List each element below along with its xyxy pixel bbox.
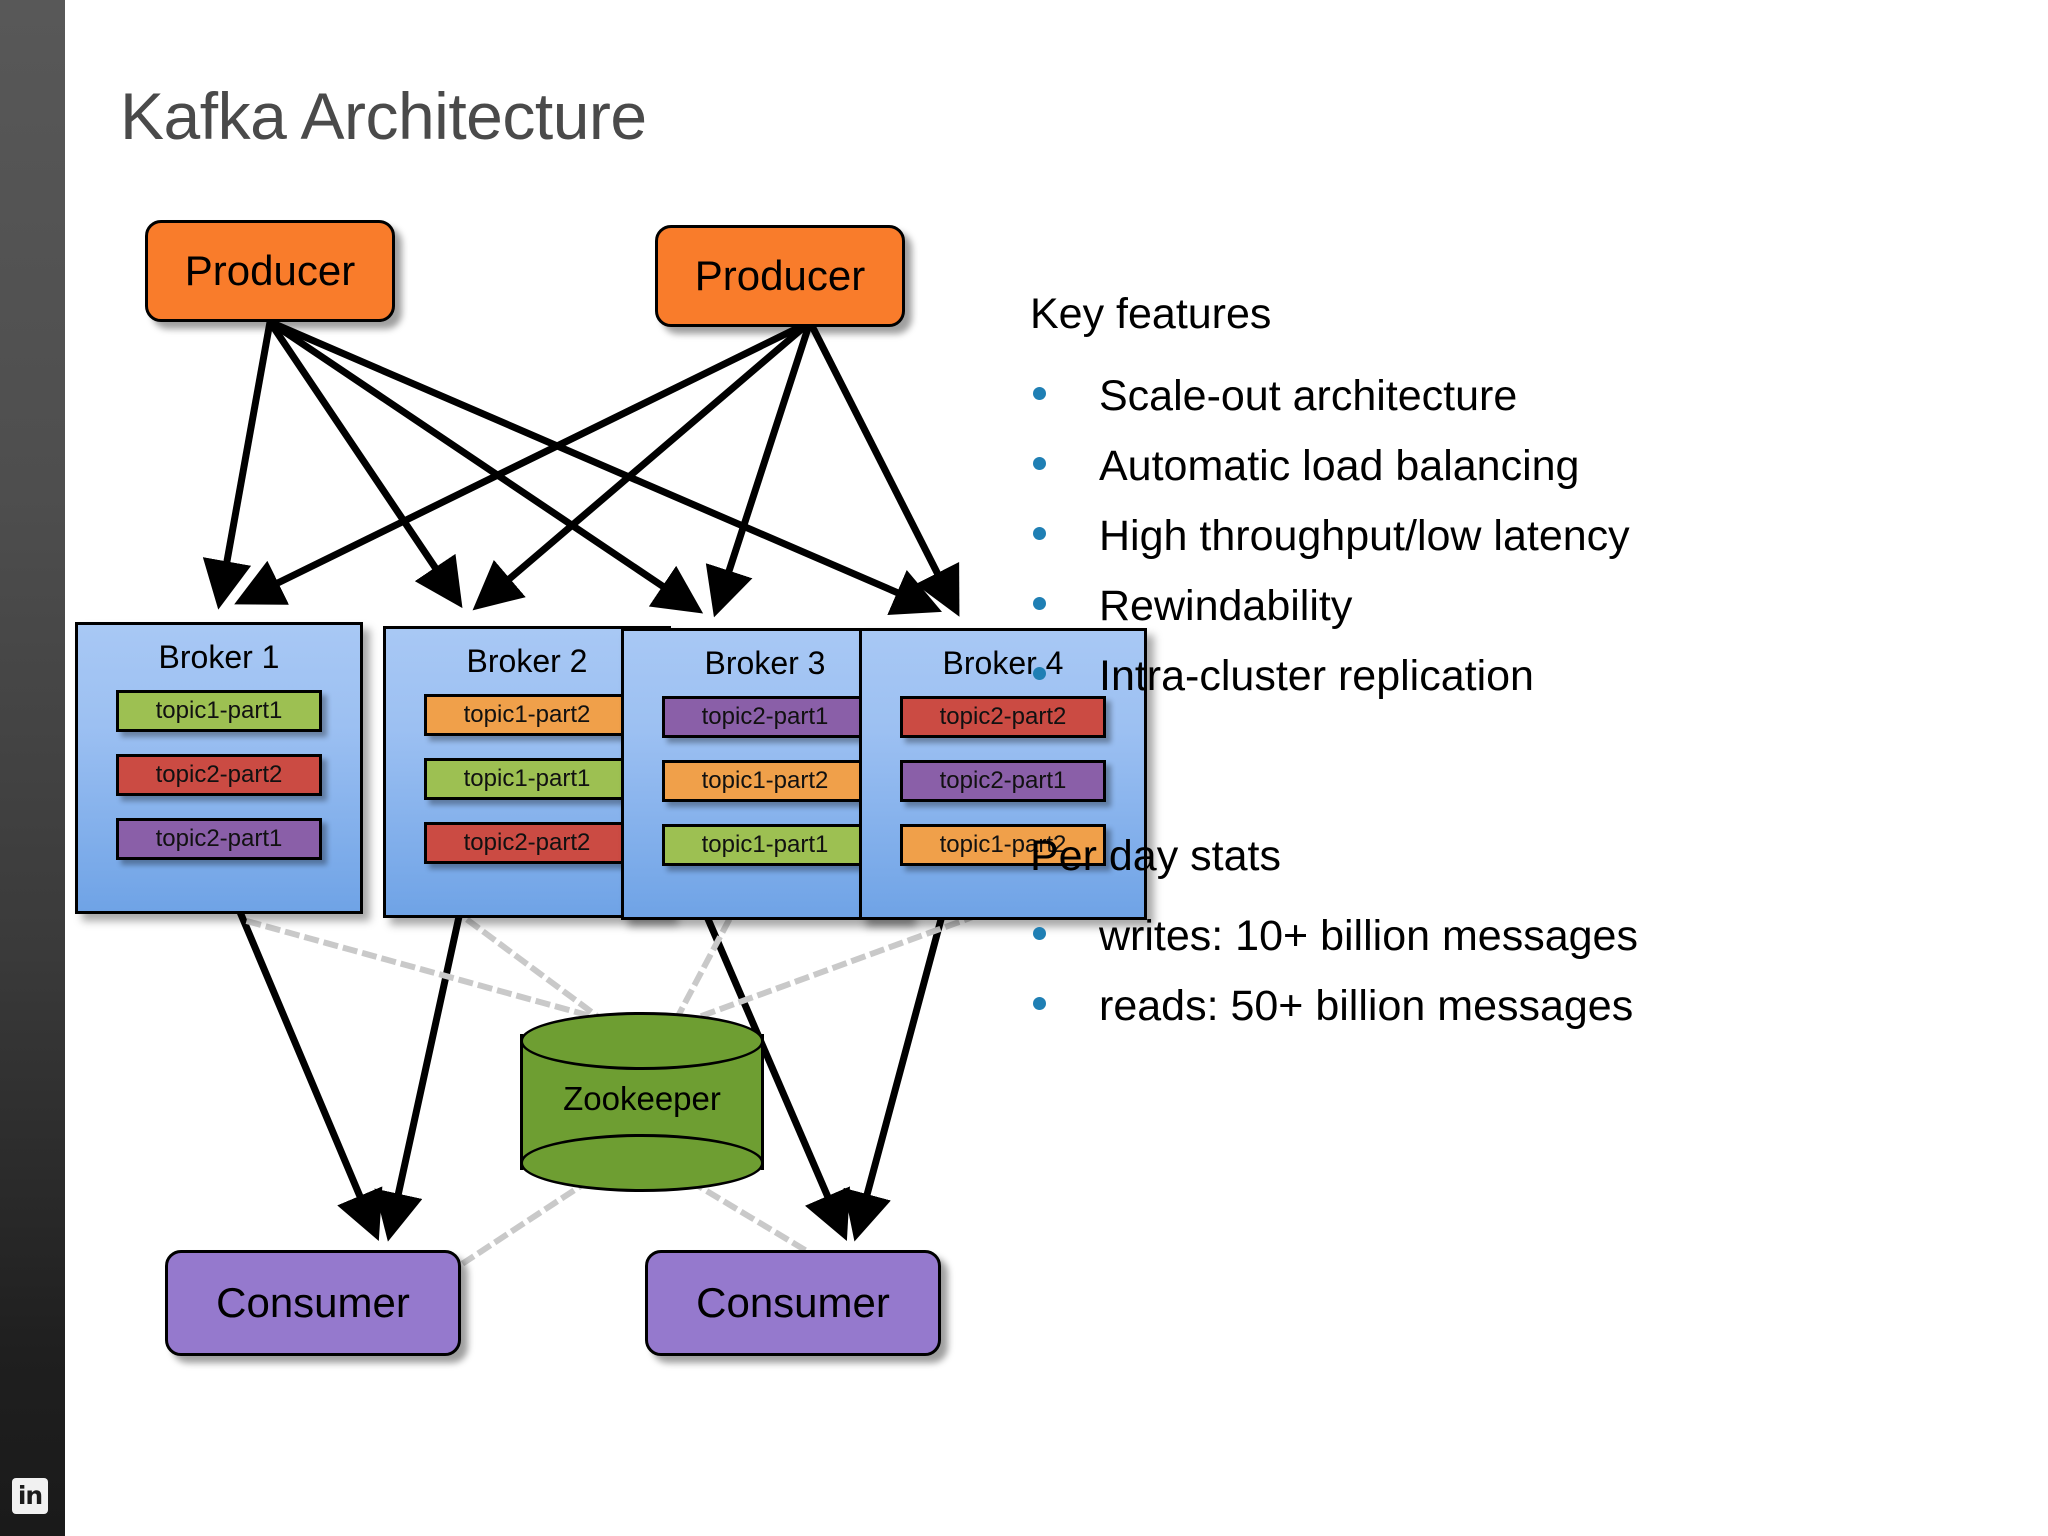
partition-item[interactable]: topic2-part1 bbox=[116, 818, 322, 860]
edge-zk-broker2 bbox=[460, 913, 610, 1027]
partition-item[interactable]: topic2-part2 bbox=[424, 822, 630, 864]
broker-node-1[interactable]: Broker 1 topic1-part1 topic2-part2 topic… bbox=[75, 622, 363, 914]
zookeeper-label: Zookeeper bbox=[563, 1080, 721, 1117]
partition-item[interactable]: topic1-part1 bbox=[424, 758, 630, 800]
edge-zk-broker1 bbox=[239, 916, 609, 1024]
edge-producer2-broker3 bbox=[705, 320, 814, 618]
key-feature-item-5: Intra-cluster replication bbox=[1033, 652, 1534, 701]
key-feature-item-1: Scale-out architecture bbox=[1033, 372, 1517, 421]
broker-title: Broker 3 bbox=[704, 645, 826, 681]
key-feature-label: Automatic load balancing bbox=[1099, 442, 1580, 490]
zookeeper-node[interactable]: Zookeeper bbox=[520, 1012, 764, 1192]
bullet-icon bbox=[1033, 997, 1046, 1010]
left-rail: in bbox=[0, 0, 65, 1536]
linkedin-logo: in bbox=[12, 1478, 48, 1514]
producer-label: Producer bbox=[694, 252, 866, 299]
bullet-icon bbox=[1033, 387, 1046, 400]
producer-label: Producer bbox=[184, 247, 356, 294]
consumer-label: Consumer bbox=[696, 1279, 890, 1326]
cylinder-bottom bbox=[520, 1134, 764, 1192]
per-day-stats-heading: Per day stats bbox=[1030, 832, 1281, 880]
partition-item[interactable]: topic1-part1 bbox=[662, 824, 868, 866]
edge-producer2-broker2 bbox=[472, 319, 813, 611]
key-feature-item-4: Rewindability bbox=[1033, 582, 1352, 631]
partition-item[interactable]: topic2-part1 bbox=[900, 760, 1106, 802]
bullet-icon bbox=[1033, 527, 1046, 540]
key-feature-label: Scale-out architecture bbox=[1099, 372, 1518, 420]
bullet-icon bbox=[1033, 597, 1046, 610]
consumer-node-2[interactable]: Consumer bbox=[645, 1250, 941, 1356]
broker-title: Broker 2 bbox=[466, 643, 588, 679]
partition-item[interactable]: topic1-part2 bbox=[662, 760, 868, 802]
partition-item[interactable]: topic1-part2 bbox=[900, 824, 1106, 866]
edge-zk-broker3 bbox=[672, 913, 735, 1023]
cylinder-top bbox=[520, 1012, 764, 1070]
producer-node-2[interactable]: Producer bbox=[655, 225, 905, 327]
partition-item[interactable]: topic1-part1 bbox=[116, 690, 322, 732]
partition-item[interactable]: topic2-part2 bbox=[900, 696, 1106, 738]
edge-broker1-consumer1 bbox=[236, 910, 383, 1242]
page-title: Kafka Architecture bbox=[120, 79, 647, 153]
key-feature-label: Intra-cluster replication bbox=[1099, 652, 1534, 700]
bullet-icon bbox=[1033, 927, 1046, 940]
key-features-heading: Key features bbox=[1030, 290, 1272, 338]
edge-broker2-consumer1 bbox=[374, 911, 464, 1242]
edge-producer1-broker3 bbox=[268, 319, 704, 614]
edge-producer1-broker4 bbox=[268, 318, 942, 615]
partition-list: topic1-part2 topic1-part1 topic2-part2 bbox=[386, 694, 668, 864]
partition-list: topic1-part1 topic2-part2 topic2-part1 bbox=[78, 690, 360, 860]
bullet-icon bbox=[1033, 667, 1046, 680]
key-feature-item-2: Automatic load balancing bbox=[1033, 442, 1579, 491]
key-feature-label: Rewindability bbox=[1099, 582, 1353, 630]
edge-zk-broker4 bbox=[681, 914, 974, 1026]
broker-node-4[interactable]: Broker 4 topic2-part2 topic2-part1 topic… bbox=[859, 628, 1147, 920]
partition-list: topic2-part1 topic1-part2 topic1-part1 bbox=[624, 696, 906, 866]
consumer-node-1[interactable]: Consumer bbox=[165, 1250, 461, 1356]
per-day-stat-item-2: reads: 50+ billion messages bbox=[1033, 982, 1633, 1031]
edge-broker4-consumer2 bbox=[843, 911, 947, 1242]
per-day-stat-label: writes: 10+ billion messages bbox=[1099, 912, 1638, 960]
partition-item[interactable]: topic1-part2 bbox=[424, 694, 630, 736]
partition-item[interactable]: topic2-part2 bbox=[116, 754, 322, 796]
per-day-stat-label: reads: 50+ billion messages bbox=[1099, 982, 1634, 1030]
edge-producer1-broker1 bbox=[202, 321, 274, 610]
key-feature-item-3: High throughput/low latency bbox=[1033, 512, 1630, 561]
edge-producer2-broker1 bbox=[234, 318, 812, 605]
partition-item[interactable]: topic2-part1 bbox=[662, 696, 868, 738]
partition-list: topic2-part2 topic2-part1 topic1-part2 bbox=[862, 696, 1144, 866]
bullet-icon bbox=[1033, 457, 1046, 470]
edge-producer1-broker2 bbox=[267, 320, 463, 609]
edge-producer2-broker4 bbox=[806, 320, 960, 617]
per-day-stat-item-1: writes: 10+ billion messages bbox=[1033, 912, 1638, 961]
broker-title: Broker 1 bbox=[158, 639, 280, 675]
producer-node-1[interactable]: Producer bbox=[145, 220, 395, 322]
slide-canvas: Kafka Architecture bbox=[65, 0, 2048, 1536]
consumer-label: Consumer bbox=[216, 1279, 410, 1326]
key-feature-label: High throughput/low latency bbox=[1099, 512, 1630, 560]
